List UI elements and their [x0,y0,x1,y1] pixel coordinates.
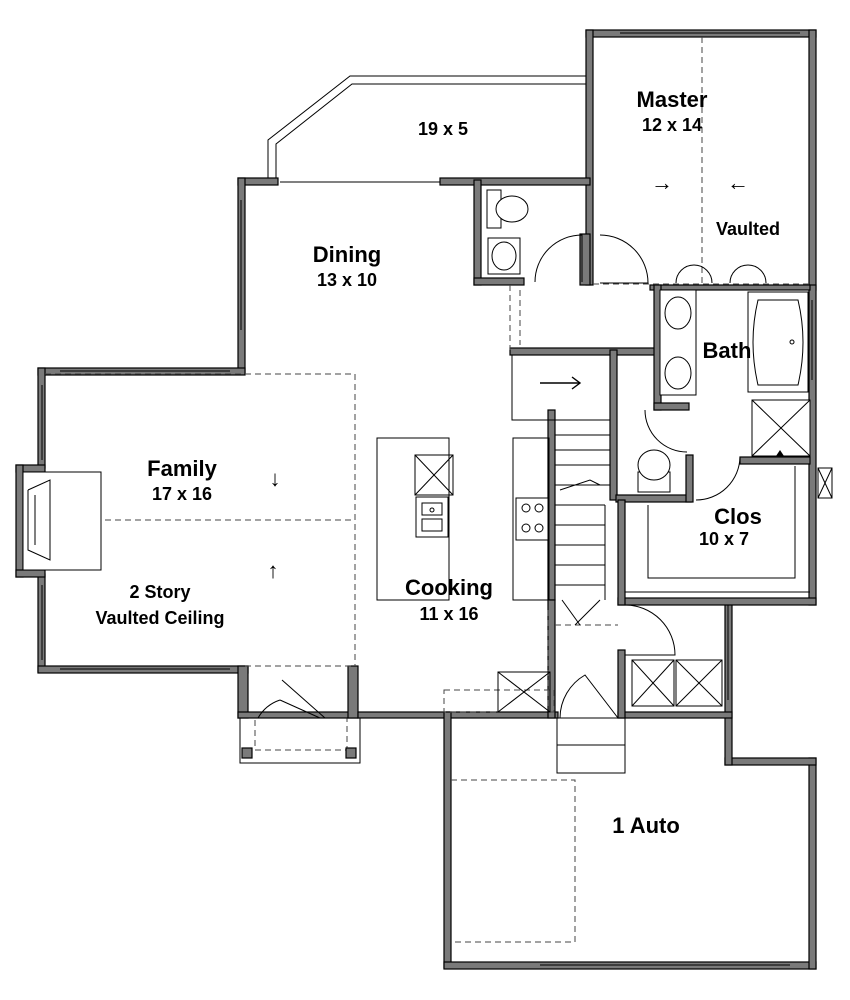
room-labels: 19 x 5 Master 12 x 14 Vaulted → ← Dining… [95,87,780,838]
fireplace [22,471,102,571]
cooking-name: Cooking [405,575,493,600]
kitchen [376,437,551,713]
entry-stoop [239,679,361,764]
cooking-dims: 11 x 16 [419,604,478,624]
porch-dims: 19 x 5 [418,119,468,139]
master-note: Vaulted [716,219,780,239]
family-note-line1: 2 Story [129,582,190,602]
dashed-lines [45,37,810,943]
doors [534,234,767,719]
utility [631,659,723,707]
closet-shelves [625,466,810,593]
master-dims: 12 x 14 [642,115,702,135]
master-bath [637,289,833,499]
master-arrow-left-icon: ← [727,170,749,195]
family-name: Family [147,456,217,481]
bath-name: Bath [703,338,752,363]
family-dims: 17 x 16 [152,484,212,504]
master-arrow-right-icon: → [651,170,673,195]
closet-dims: 10 x 7 [699,529,749,549]
powder-room [486,189,529,275]
closet-name: Clos [714,504,762,529]
family-note-line2: Vaulted Ceiling [95,608,224,628]
dining-dims: 13 x 10 [317,270,377,290]
dining-name: Dining [313,242,381,267]
porch-outline [267,75,588,178]
windows [41,32,813,966]
interior-walls [473,179,811,719]
master-name: Master [637,87,708,112]
family-arrow-up-icon: ↑ [268,558,279,583]
family-arrow-down-icon: ↓ [270,466,281,491]
stairs [511,354,626,774]
garage-name: 1 Auto [612,813,680,838]
